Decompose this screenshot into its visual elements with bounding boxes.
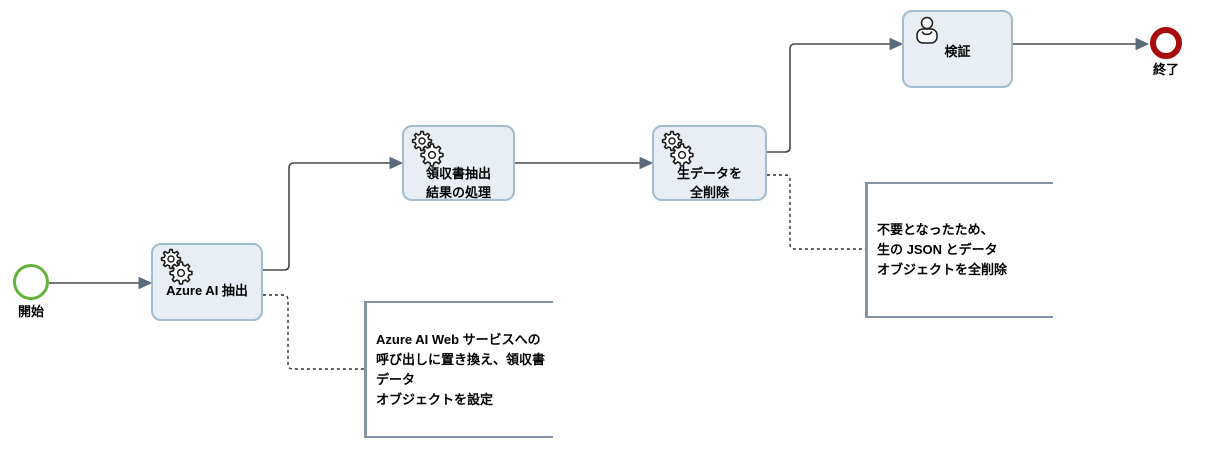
flow-delete-raw-to-verify[interactable] (767, 38, 903, 153)
annotation-azure-note[interactable]: Azure AI Web サービスへの 呼び出しに置き換え、領収書データ オブジ… (364, 301, 553, 438)
user-icon (916, 16, 938, 44)
start-event[interactable] (13, 264, 49, 300)
service-gears-icon (661, 130, 694, 167)
association-delete-raw-to-note[interactable] (767, 174, 865, 250)
annotation-line: 生の JSON とデータ (877, 242, 998, 257)
flow-azure-extract-to-process-results[interactable] (263, 157, 403, 271)
task-azure-ai-extract[interactable]: Azure AI 抽出 (151, 243, 263, 321)
annotation-line: 不要となったため、 (877, 222, 994, 237)
end-event-label: 終了 (1152, 62, 1179, 77)
service-gears-icon (160, 248, 193, 285)
task-label: 検証 (944, 44, 971, 59)
end-event[interactable] (1150, 27, 1182, 59)
association-azure-extract-to-note[interactable] (263, 294, 364, 370)
task-verify[interactable]: 検証 (902, 10, 1013, 88)
task-label: 領収書抽出 結果の処理 (425, 166, 491, 200)
task-process-receipt-results[interactable]: 領収書抽出 結果の処理 (402, 125, 515, 201)
flow-process-results-to-delete-raw[interactable] (515, 157, 653, 169)
annotation-line: 呼び出しに置き換え、領収書データ (376, 351, 546, 387)
annotation-delete-note[interactable]: 不要となったため、 生の JSON とデータ オブジェクトを全削除 (865, 182, 1053, 318)
flow-verify-to-end[interactable] (1013, 38, 1149, 50)
service-gears-icon (411, 130, 444, 167)
annotation-line: Azure AI Web サービスへの (376, 331, 541, 347)
annotation-line: オブジェクトを設定 (376, 391, 494, 407)
annotation-line: オブジェクトを全削除 (877, 262, 1008, 277)
task-label: 生データを 全削除 (676, 166, 742, 200)
task-delete-raw-data[interactable]: 生データを 全削除 (652, 125, 767, 201)
task-label: Azure AI 抽出 (166, 283, 248, 298)
start-event-label: 開始 (17, 304, 44, 319)
flow-start-to-azure-extract[interactable] (49, 277, 152, 289)
